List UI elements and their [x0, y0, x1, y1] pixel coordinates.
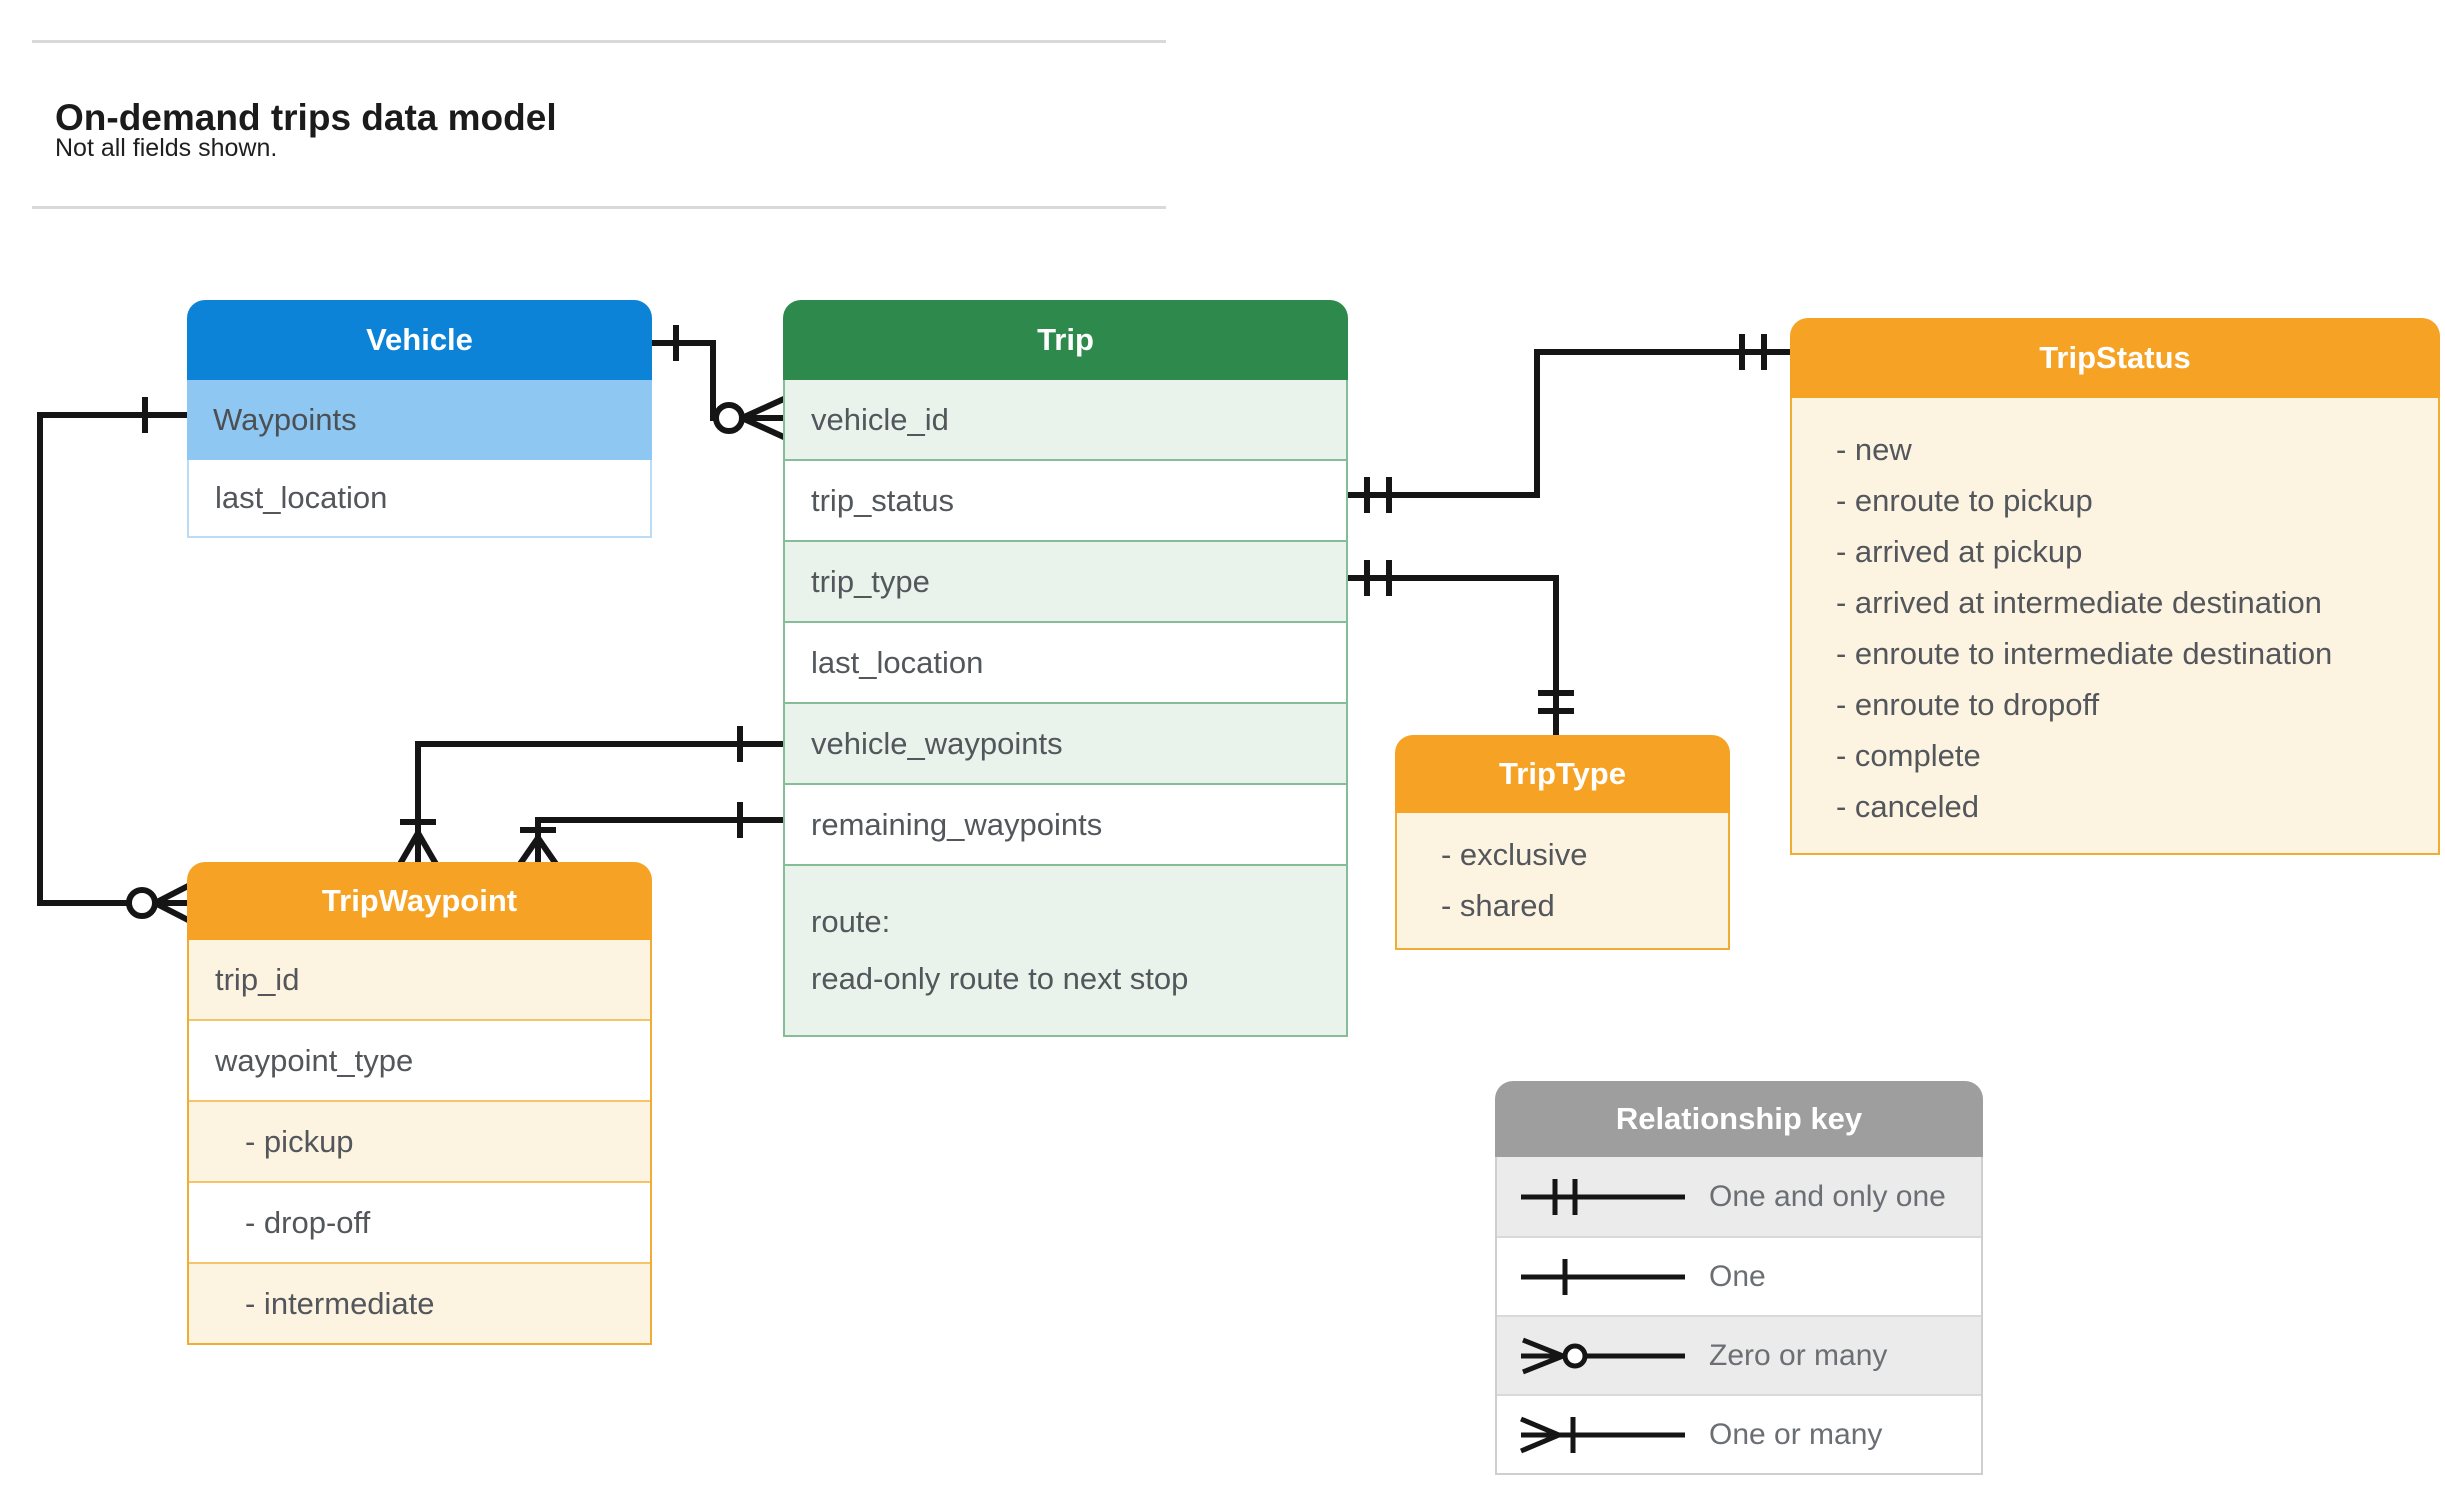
key-row-one: One [1497, 1236, 1981, 1315]
connector-vehicle-to-trip [652, 325, 788, 441]
one-or-many-symbol [1497, 1411, 1709, 1459]
page-title: On-demand trips data model [55, 96, 557, 138]
trip-field-vehicle-id: vehicle_id [785, 380, 1346, 459]
tripstatus-table: TripStatus - new - enroute to pickup - a… [1790, 318, 2440, 855]
connector-remaining-waypoints-to-tripwaypoint [517, 802, 783, 866]
tripwaypoint-value-intermediate: - intermediate [189, 1262, 650, 1343]
one-symbol [1497, 1253, 1709, 1301]
triptype-value-shared: - shared [1441, 888, 1555, 923]
header-divider [32, 206, 1166, 209]
trip-field-vehicle-waypoints: vehicle_waypoints [785, 702, 1346, 783]
key-label-one: One [1709, 1259, 1766, 1293]
tripwaypoint-field-waypoint-type: waypoint_type [189, 1019, 650, 1100]
relationship-key: Relationship key One and only one [1495, 1081, 1983, 1475]
vehicle-table: Vehicle Waypoints last_location [187, 300, 652, 538]
tripstatus-value-arrived-at-pickup: - arrived at pickup [1836, 534, 2083, 569]
tripstatus-value-enroute-to-intermediate-destination: - enroute to intermediate destination [1836, 636, 2333, 671]
trip-field-route: route: read-only route to next stop [785, 864, 1346, 1035]
tripwaypoint-value-pickup: - pickup [189, 1100, 650, 1181]
tripstatus-value-arrived-at-intermediate-destination: - arrived at intermediate destination [1836, 585, 2322, 620]
key-row-one-and-only-one: One and only one [1497, 1157, 1981, 1236]
trip-table: Trip vehicle_id trip_status trip_type la… [783, 300, 1348, 1037]
tripwaypoint-table-title: TripWaypoint [187, 862, 652, 940]
trip-field-route-description: read-only route to next stop [811, 961, 1189, 996]
tripstatus-value-new: - new [1836, 432, 1912, 467]
top-divider [32, 40, 1166, 43]
triptype-value-exclusive: - exclusive [1441, 837, 1588, 872]
triptype-table-title: TripType [1395, 735, 1730, 813]
connector-trip-status-to-tripstatus [1348, 334, 1790, 513]
trip-field-last-location: last_location [785, 621, 1346, 702]
key-label-one-and-only-one: One and only one [1709, 1179, 1946, 1213]
trip-table-title: Trip [783, 300, 1348, 380]
tripstatus-table-title: TripStatus [1790, 318, 2440, 398]
trip-field-remaining-waypoints: remaining_waypoints [785, 783, 1346, 864]
vehicle-field-last-location: last_location [187, 460, 652, 538]
tripstatus-value-enroute-to-dropoff: - enroute to dropoff [1836, 687, 2100, 722]
key-label-one-or-many: One or many [1709, 1417, 1883, 1451]
relationship-key-title: Relationship key [1495, 1081, 1983, 1157]
connector-vehicle-waypoints-to-tripwaypoint [37, 397, 192, 924]
tripwaypoint-value-drop-off: - drop-off [189, 1181, 650, 1262]
trip-field-route-label: route: [811, 904, 891, 939]
connector-trip-type-to-triptype [1348, 560, 1574, 735]
tripwaypoint-table: TripWaypoint trip_id waypoint_type - pic… [187, 862, 652, 1345]
tripstatus-value-complete: - complete [1836, 738, 1981, 773]
page-subtitle: Not all fields shown. [55, 134, 278, 162]
key-label-zero-or-many: Zero or many [1709, 1338, 1888, 1372]
tripstatus-value-enroute-to-pickup: - enroute to pickup [1836, 483, 2093, 518]
triptype-table: TripType - exclusive - shared [1395, 735, 1730, 950]
key-row-zero-or-many: Zero or many [1497, 1315, 1981, 1394]
connector-vehicle-waypoints-field-to-tripwaypoint [397, 726, 783, 866]
zero-or-many-symbol [1497, 1332, 1709, 1380]
tripstatus-value-canceled: - canceled [1836, 789, 1980, 824]
vehicle-field-waypoints: Waypoints [187, 380, 652, 460]
trip-field-trip-type: trip_type [785, 540, 1346, 621]
one-and-only-one-symbol [1497, 1173, 1709, 1221]
key-row-one-or-many: One or many [1497, 1394, 1981, 1473]
tripwaypoint-field-trip-id: trip_id [189, 940, 650, 1019]
trip-field-trip-status: trip_status [785, 459, 1346, 540]
vehicle-table-title: Vehicle [187, 300, 652, 380]
